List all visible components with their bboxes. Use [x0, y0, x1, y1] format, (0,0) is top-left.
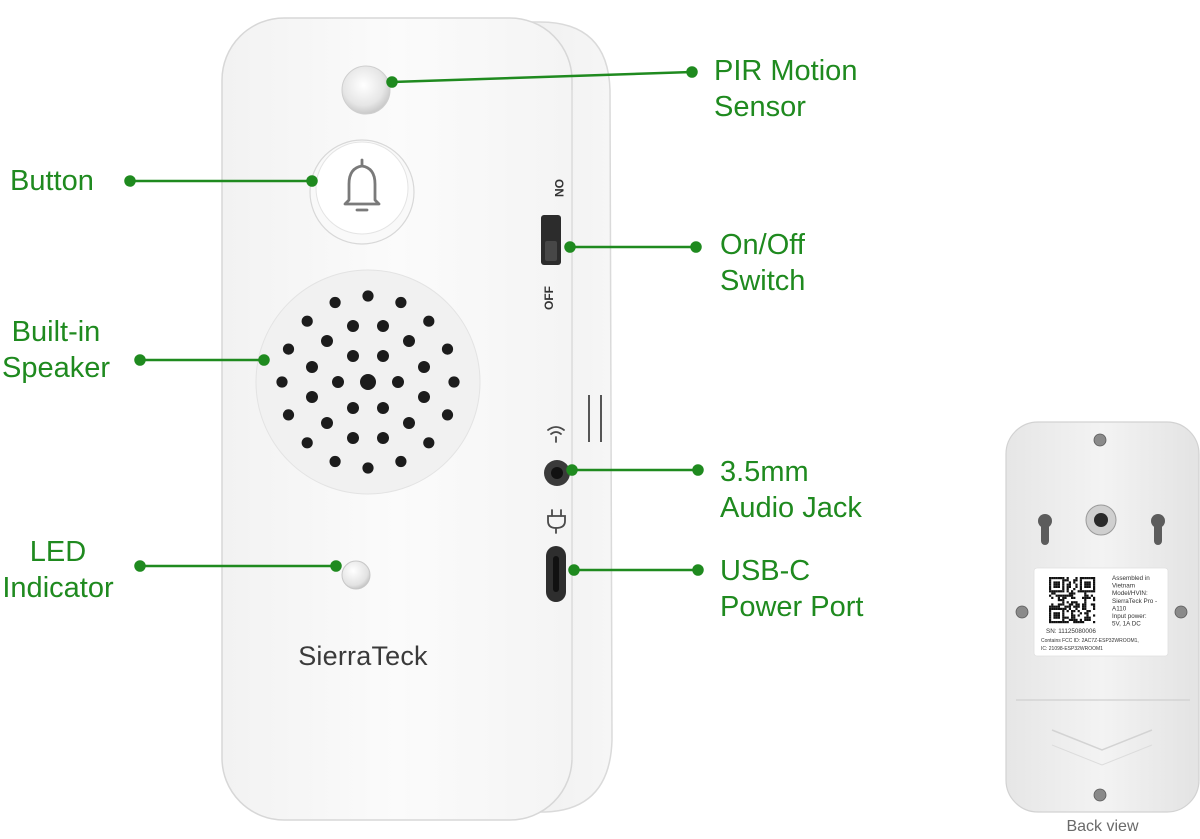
switch-off-text: OFF [542, 286, 556, 310]
speaker-hole [418, 361, 430, 373]
speaker-hole [347, 350, 359, 362]
label-line: Audio Jack [720, 492, 862, 524]
label-line: On/Off [720, 229, 805, 261]
label-button: Button [10, 163, 94, 199]
speaker-hole [362, 290, 374, 302]
label-line: Button [10, 165, 94, 197]
bell-button[interactable] [309, 139, 415, 245]
sticker-text-line: 5V, 1A DC [1112, 621, 1141, 628]
label-line: Speaker [1, 352, 110, 384]
label-line: USB-C [720, 555, 811, 587]
speaker-hole [403, 417, 415, 429]
speaker-hole [282, 343, 295, 355]
label-line: 3.5mm [720, 456, 809, 488]
speaker-hole [301, 437, 313, 449]
speaker-hole [377, 320, 389, 332]
power-switch[interactable]: ON OFF [541, 179, 566, 310]
label-led-indicator: LED Indicator [0, 534, 116, 606]
label-line: Sensor [714, 91, 806, 123]
speaker-hole [347, 432, 359, 444]
pir-sensor [341, 65, 391, 115]
switch-on-text: ON [552, 179, 566, 197]
speaker-hole [441, 409, 454, 421]
label-line: Built-in [11, 316, 101, 348]
speaker-hole [306, 361, 318, 373]
speaker-hole [282, 409, 295, 421]
speaker-hole [441, 343, 454, 355]
label-built-in-speaker: Built-in Speaker [0, 314, 112, 386]
label-line: Switch [720, 265, 806, 297]
usb-c-port[interactable] [546, 546, 566, 602]
label-line: Power Port [720, 591, 864, 623]
speaker-hole [347, 402, 359, 414]
sticker-text-line: A110 [1112, 605, 1127, 612]
sticker-text-line: Assembled in [1112, 575, 1150, 582]
speaker-hole [276, 376, 288, 388]
audio-icon [547, 426, 565, 443]
speaker-hole [329, 455, 341, 468]
label-audio-jack: 3.5mm Audio Jack [720, 454, 862, 526]
speaker-hole [377, 402, 389, 414]
main-device: SierraTeck ON OFF [221, 17, 613, 821]
speaker-hole [423, 437, 435, 449]
keyhole-icon [1038, 514, 1165, 545]
speaker-hole [423, 315, 435, 327]
speaker-hole [360, 374, 376, 390]
led-indicator [341, 560, 371, 590]
speaker-hole [448, 376, 460, 388]
sticker-serial-number: SN: 11125080006 [1046, 628, 1096, 635]
sticker-text-line: Vietnam [1112, 583, 1135, 590]
sticker-text-line: SierraTeck Pro - [1112, 598, 1157, 605]
back-view-caption: Back view [1066, 818, 1139, 835]
label-line: PIR Motion [714, 55, 858, 87]
speaker-hole [329, 296, 341, 309]
speaker-hole [377, 350, 389, 362]
speaker-hole [395, 455, 407, 468]
tripod-mount [1085, 504, 1117, 536]
speaker-hole [306, 391, 318, 403]
label-line: Indicator [2, 572, 114, 604]
screw-icon [1015, 433, 1188, 802]
speaker-hole [301, 315, 313, 327]
sticker-text-line: Model/HVIN: [1112, 590, 1148, 597]
sticker-compliance-text: Contains FCC ID: 2AC7Z-ESP32WROOM1, [1041, 638, 1139, 644]
speaker-hole [418, 391, 430, 403]
speaker-hole [377, 432, 389, 444]
speaker-hole [347, 320, 359, 332]
speaker-grille [255, 269, 481, 495]
speaker-hole [321, 335, 333, 347]
bell-icon [343, 158, 381, 212]
callout-lines [124, 66, 704, 576]
sticker-text-line: Input power: [1112, 613, 1147, 620]
brand-logo: SierraTeck [298, 641, 428, 671]
speaker-hole [321, 417, 333, 429]
qr-code-icon [1048, 576, 1097, 625]
speaker-hole [403, 335, 415, 347]
audio-jack[interactable] [544, 460, 570, 486]
label-line: LED [29, 536, 87, 568]
back-view-device: Assembled inVietnamModel/HVIN:SierraTeck… [1005, 421, 1200, 813]
label-on-off-switch: On/Off Switch [720, 227, 805, 299]
label-pir-motion-sensor: PIR Motion Sensor [714, 53, 857, 125]
label-usb-c-power-port: USB-C Power Port [720, 553, 863, 625]
speaker-hole [395, 296, 407, 309]
speaker-hole [362, 462, 374, 474]
speaker-hole [332, 376, 344, 388]
power-plug-icon [547, 509, 566, 534]
sticker-compliance-text: IC: 21098-ESP32WROOM1 [1041, 646, 1103, 652]
speaker-hole [392, 376, 404, 388]
